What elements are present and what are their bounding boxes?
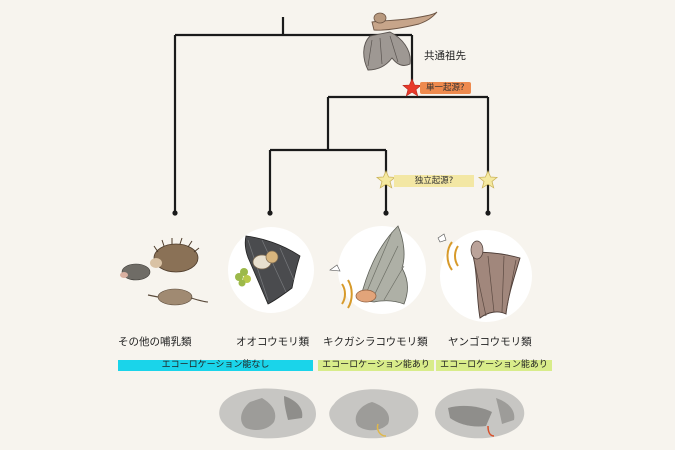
independent-origin-star-left-icon: [375, 169, 397, 189]
group-label-others: その他の哺乳類: [118, 336, 192, 348]
other-mammals-illustration: [120, 237, 209, 306]
ancestor-label: 共通祖先: [424, 50, 466, 62]
yango-bat-illustration: [437, 233, 521, 319]
single-origin-tag: 単一起源?: [420, 82, 471, 94]
tip-dot-fruit-bat: [267, 210, 273, 216]
tree-tip-dots: [172, 210, 491, 216]
echolocation-bar-horseshoe: エコーロケーション能あり: [318, 360, 434, 371]
group-label-horseshoe-bats: キクガシラコウモリ類: [323, 336, 428, 348]
horseshoe-bat-illustration: [329, 225, 408, 309]
independent-origin-tag: 独立起源?: [394, 175, 474, 187]
ancestor-bat-illustration: [363, 11, 438, 71]
echolocation-bar-yango: エコーロケーション能あり: [436, 360, 552, 371]
independent-origin-star-right-icon: [477, 169, 499, 189]
skull-illustrations: [219, 388, 525, 439]
tip-dot-horseshoe-bat: [383, 210, 389, 216]
single-origin-star-icon: [402, 78, 422, 97]
group-label-fruit-bats: オオコウモリ類: [236, 336, 310, 348]
phylogenetic-tree: [173, 17, 490, 213]
group-label-yango-bats: ヤンゴコウモリ類: [448, 336, 532, 348]
no-echolocation-bar: エコーロケーション能なし: [118, 360, 313, 371]
tip-dot-yango-bat: [485, 210, 491, 216]
fruit-bat-illustration: [235, 235, 301, 305]
tip-dot-others: [172, 210, 178, 216]
